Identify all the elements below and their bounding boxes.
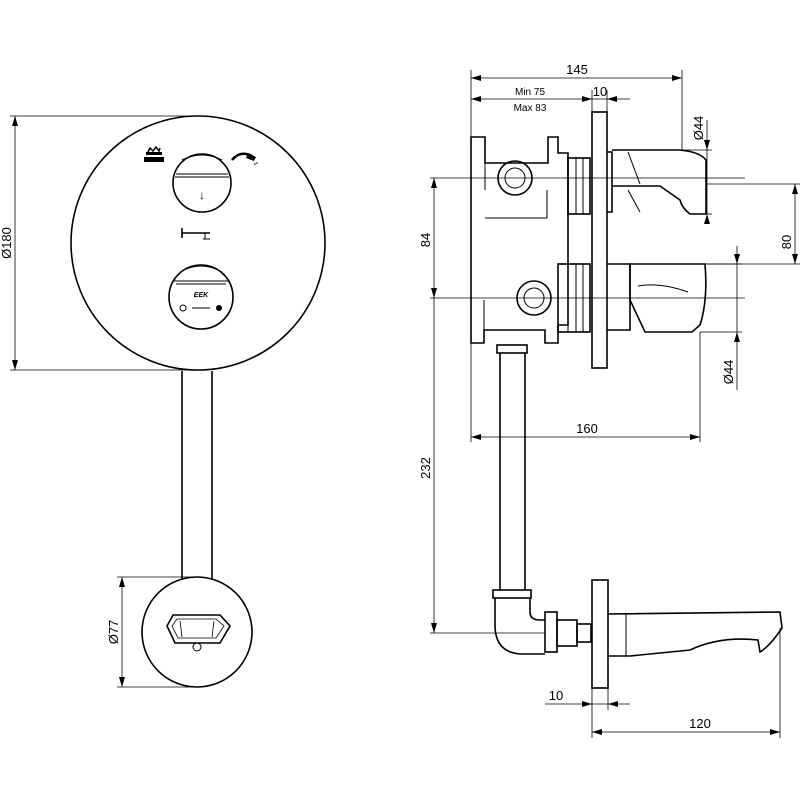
spout-plate-label: 10	[549, 688, 563, 703]
plate-thickness-label: 10	[593, 84, 607, 99]
bath-spout-side	[607, 611, 783, 657]
pipe-length-label: 232	[418, 457, 433, 479]
dim-outlet-bottom: Ø44	[700, 246, 742, 390]
wall-plate	[591, 111, 608, 369]
dim-outlet-top: Ø44	[680, 116, 712, 224]
dim-body-width: 160	[470, 332, 701, 442]
width-total-label: 145	[566, 62, 588, 77]
diverter-knob: ↓	[172, 153, 232, 213]
inlet-spacing-label: 84	[418, 233, 433, 247]
outlet-spacing-label: 80	[779, 235, 794, 249]
connection-pipe	[492, 344, 592, 655]
upper-knob-side	[607, 149, 707, 215]
depth-min-label: Min 75	[515, 87, 545, 98]
dim-depth: Min 75 Max 83 10	[471, 84, 630, 114]
dim-inlet-spacing: 84	[418, 178, 437, 298]
spout-symbol-icon	[181, 228, 210, 240]
dim-plate-diameter: Ø180	[0, 115, 198, 371]
bath-spout-icon	[166, 614, 231, 652]
sun-icon	[216, 305, 222, 311]
outlet-top-diameter-label: Ø44	[691, 116, 706, 141]
spout-diameter-label: Ø77	[106, 620, 121, 645]
dim-spout-plate: 10	[545, 688, 630, 710]
front-view: ↓ EEK	[0, 115, 326, 688]
dim-outlet-spacing: 80	[705, 183, 800, 265]
lower-knob-side	[607, 263, 707, 333]
valve-body	[470, 136, 569, 344]
thermostat-label: EEK	[194, 292, 209, 299]
snowflake-icon	[179, 304, 187, 312]
upper-cartridge	[567, 157, 591, 215]
body-width-label: 160	[576, 421, 598, 436]
thermostat-knob: EEK	[168, 264, 234, 330]
depth-max-label: Max 83	[514, 103, 547, 114]
plate-diameter-label: Ø180	[0, 227, 14, 259]
dim-width-total: 145	[470, 62, 683, 150]
spout-length-label: 120	[689, 716, 711, 731]
diverter-arrow: ↓	[199, 188, 205, 202]
hand-shower-icon	[231, 152, 258, 165]
bath-icon	[144, 145, 164, 162]
dim-spout-diameter: Ø77	[106, 576, 197, 688]
outlet-bottom-diameter-label: Ø44	[721, 360, 736, 385]
side-view: 145 Min 75 Max 83 10 Ø44	[418, 62, 800, 738]
dim-pipe-length: 232	[418, 298, 545, 634]
dim-spout-length: 120	[591, 628, 781, 738]
spout-wall-plate	[591, 579, 609, 689]
spout-plate	[141, 576, 253, 688]
